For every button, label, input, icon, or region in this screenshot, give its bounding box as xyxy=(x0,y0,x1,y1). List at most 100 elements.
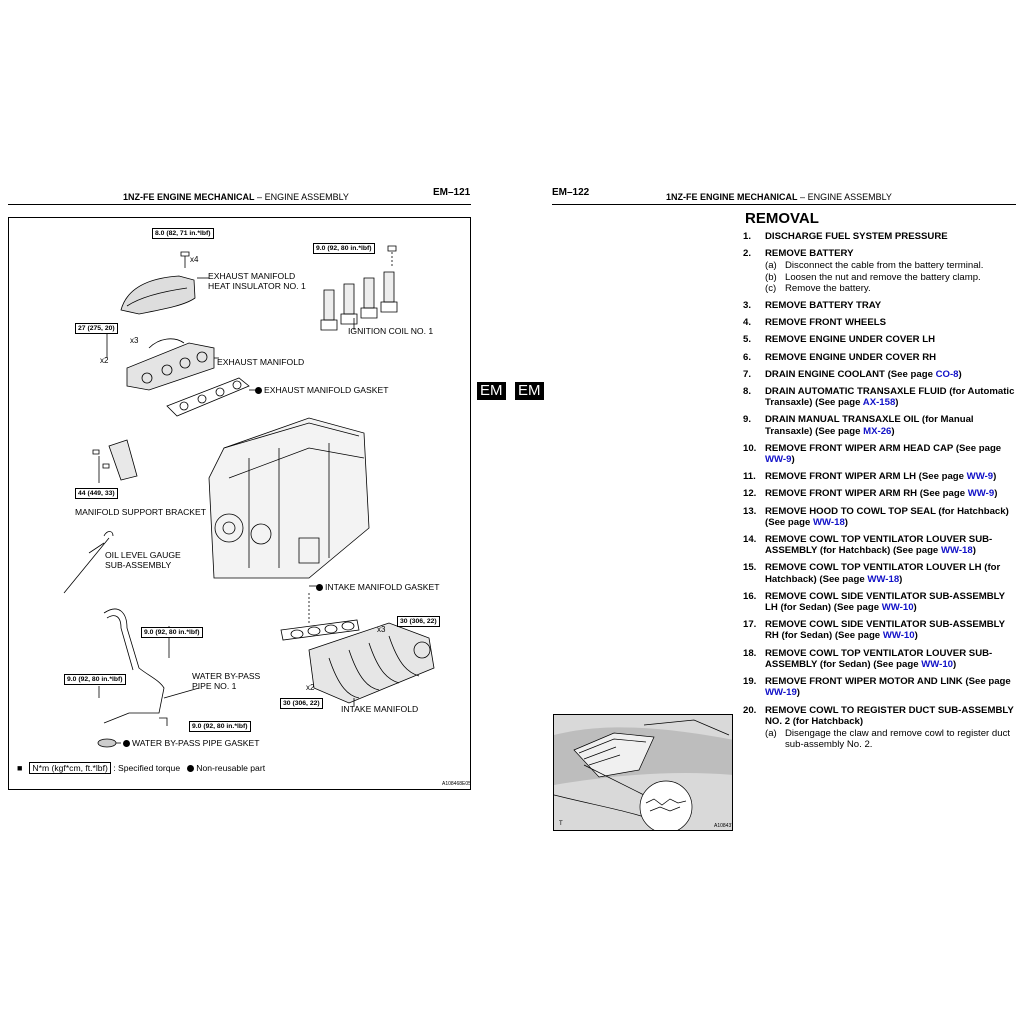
label-water-pipe-line2: PIPE NO. 1 xyxy=(192,681,237,691)
step-number: 17. xyxy=(743,619,757,631)
legend-unit: N*m (kgf*cm, ft.*lbf) xyxy=(29,762,111,774)
step-text: REMOVE COWL TOP VENTILATOR LOUVER LH (fo… xyxy=(765,562,1001,585)
sub-step-text: Disconnect the cable from the battery te… xyxy=(785,260,984,272)
left-header-sep: – xyxy=(257,192,263,202)
page-reference-link[interactable]: WW-18 xyxy=(940,545,973,557)
page-reference-link[interactable]: WW-10 xyxy=(881,602,914,614)
step-number: 6. xyxy=(743,351,752,363)
step-text-after: ) xyxy=(972,545,976,557)
step-number: 3. xyxy=(743,300,752,312)
step-body: REMOVE BATTERY(a)Disconnect the cable fr… xyxy=(765,248,1018,294)
torque-heat-insulator: 8.0 (82, 71 in.*lbf) xyxy=(152,228,214,239)
step-body: DISCHARGE FUEL SYSTEM PRESSURE xyxy=(765,231,1018,242)
parts-drawing xyxy=(63,245,435,748)
page-reference-link[interactable]: MX-26 xyxy=(863,425,892,437)
removal-step: 14. REMOVE COWL TOP VENTILATOR LOUVER SUB… xyxy=(743,534,1018,556)
step-body: REMOVE COWL TOP VENTILATOR LOUVER SUB-AS… xyxy=(765,648,1018,670)
torque-water-pipe-lower: 9.0 (92, 80 in.*lbf) xyxy=(189,721,251,732)
step-text-after: ) xyxy=(844,516,848,528)
oil-gauge-drawing xyxy=(63,531,114,594)
step-text: REMOVE FRONT WIPER ARM RH (See page xyxy=(765,488,968,500)
step-number: 1. xyxy=(743,231,752,242)
left-header: 1NZ-FE ENGINE MECHANICAL – ENGINE ASSEMB… xyxy=(123,192,349,202)
sub-step-letter: (a) xyxy=(765,260,777,272)
exploded-view-figure: 8.0 (82, 71 in.*lbf) 9.0 (92, 80 in.*lbf… xyxy=(8,217,471,790)
nonreusable-dot xyxy=(255,387,262,394)
step-body: REMOVE COWL SIDE VENTILATOR SUB-ASSEMBLY… xyxy=(765,619,1018,641)
step-text: REMOVE HOOD TO COWL TOP SEAL (for Hatchb… xyxy=(765,505,1009,528)
section-title: REMOVAL xyxy=(745,210,819,227)
page-reference-link[interactable]: CO-8 xyxy=(935,368,959,380)
right-page-number: EM–122 xyxy=(552,187,590,198)
step-text: REMOVE COWL SIDE VENTILATOR SUB-ASSEMBLY… xyxy=(765,590,1005,614)
sub-step: (b)Loosen the nut and remove the battery… xyxy=(765,272,1018,283)
label-support-bracket: MANIFOLD SUPPORT BRACKET xyxy=(75,507,206,517)
removal-step: 16.REMOVE COWL SIDE VENTILATOR SUB-ASSEM… xyxy=(743,591,1018,613)
step-body: REMOVE COWL SIDE VENTILATOR SUB-ASSEMBLY… xyxy=(765,591,1018,613)
page-reference-link[interactable]: WW-9 xyxy=(966,471,994,483)
step-text: REMOVE ENGINE UNDER COVER LH xyxy=(765,334,936,346)
step-body: REMOVE BATTERY TRAY xyxy=(765,300,1018,311)
label-intake-gasket: INTAKE MANIFOLD GASKET xyxy=(316,582,439,592)
sub-step-letter: (b) xyxy=(765,271,777,283)
torque-intake-lower: 30 (306, 22) xyxy=(280,698,323,709)
figure-id: A108468E05 xyxy=(442,781,471,787)
exhaust-gasket-drawing xyxy=(166,377,250,417)
removal-step: 8.DRAIN AUTOMATIC TRANSAXLE FLUID (for A… xyxy=(743,386,1018,408)
step-body: REMOVE FRONT WIPER ARM HEAD CAP (See pag… xyxy=(765,443,1018,465)
torque-intake-upper: 30 (306, 22) xyxy=(397,616,440,627)
exhaust-manifold-drawing xyxy=(126,338,215,391)
step-body: REMOVE COWL TO REGISTER DUCT SUB-ASSEMBL… xyxy=(765,705,1018,751)
sub-step-text: Disengage the claw and remove cowl to re… xyxy=(785,727,1011,751)
removal-step: 13.REMOVE HOOD TO COWL TOP SEAL (for Hat… xyxy=(743,506,1018,528)
removal-step: 1. DISCHARGE FUEL SYSTEM PRESSURE xyxy=(743,231,1018,242)
page-reference-link[interactable]: WW-10 xyxy=(921,658,953,670)
left-header-rule xyxy=(8,204,471,205)
qty-exhaust-nut: x3 xyxy=(130,336,139,345)
page-reference-link[interactable]: WW-9 xyxy=(967,488,995,500)
nonreusable-dot xyxy=(316,584,323,591)
sub-step: (a) Disconnect the cable from the battery… xyxy=(765,260,1018,271)
page-reference-link[interactable]: WW-19 xyxy=(765,687,797,699)
qty-heat-insulator: x4 xyxy=(190,255,199,264)
page-reference-link[interactable]: WW-18 xyxy=(813,516,845,528)
removal-step: 19.REMOVE FRONT WIPER MOTOR AND LINK (Se… xyxy=(743,676,1018,698)
left-header-sub: ENGINE ASSEMBLY xyxy=(264,192,349,202)
step-text-after: ) xyxy=(913,602,917,614)
step-text-after: ) xyxy=(891,425,895,437)
sub-step: (a)Disengage the claw and remove cowl to… xyxy=(765,728,1018,750)
step-number: 18. xyxy=(743,647,757,659)
step-text: REMOVE COWL TOP VENTILATOR LOUVER SUB-AS… xyxy=(765,534,993,557)
removal-step: 4.REMOVE FRONT WHEELS xyxy=(743,317,1018,328)
step-text-after: ) xyxy=(994,488,998,500)
label-exhaust-gasket: EXHAUST MANIFOLD GASKET xyxy=(255,385,388,395)
page-reference-link[interactable]: WW-18 xyxy=(867,573,900,585)
cowl-duct-photo: T A108437 xyxy=(553,714,733,831)
page-reference-link[interactable]: AX-158 xyxy=(862,397,896,409)
step-text: DRAIN MANUAL TRANSAXLE OIL (for Manual T… xyxy=(765,414,974,437)
label-heat-insulator: EXHAUST MANIFOLD HEAT INSULATOR NO. 1 xyxy=(208,271,306,291)
step-body: REMOVE ENGINE UNDER COVER LH xyxy=(765,334,1018,345)
label-heat-insulator-line1: EXHAUST MANIFOLD xyxy=(208,271,296,281)
step-number: 14. xyxy=(743,534,757,546)
step-text-after: ) xyxy=(953,658,957,670)
step-text: REMOVE COWL TO REGISTER DUCT SUB-ASSEMBL… xyxy=(765,704,1014,727)
page-reference-link[interactable]: WW-9 xyxy=(765,454,792,466)
removal-step: 6. REMOVE ENGINE UNDER COVER RH xyxy=(743,352,1018,363)
removal-step: 5.REMOVE ENGINE UNDER COVER LH xyxy=(743,334,1018,345)
step-number: 10. xyxy=(743,442,757,454)
removal-step: 7.DRAIN ENGINE COOLANT (See page CO-8) xyxy=(743,369,1018,380)
removal-step: 3. REMOVE BATTERY TRAY xyxy=(743,300,1018,311)
step-body: REMOVE HOOD TO COWL TOP SEAL (for Hatchb… xyxy=(765,506,1018,528)
step-body: REMOVE COWL TOP VENTILATOR LOUVER LH (fo… xyxy=(765,562,1018,584)
page-reference-link[interactable]: WW-10 xyxy=(882,630,915,642)
removal-step: 20.REMOVE COWL TO REGISTER DUCT SUB-ASSE… xyxy=(743,705,1018,751)
step-body: REMOVE FRONT WHEELS xyxy=(765,317,1018,328)
step-body: REMOVE ENGINE UNDER COVER RH xyxy=(765,352,1018,363)
step-text: REMOVE FRONT WIPER ARM HEAD CAP (See pag… xyxy=(765,442,1002,454)
step-text: REMOVE FRONT WIPER ARM LH (See page xyxy=(765,471,967,483)
label-exhaust-manifold: EXHAUST MANIFOLD xyxy=(217,357,305,367)
removal-step: 17. REMOVE COWL SIDE VENTILATOR SUB-ASSEM… xyxy=(743,619,1018,641)
step-text: REMOVE FRONT WIPER MOTOR AND LINK (See p… xyxy=(765,676,1011,688)
